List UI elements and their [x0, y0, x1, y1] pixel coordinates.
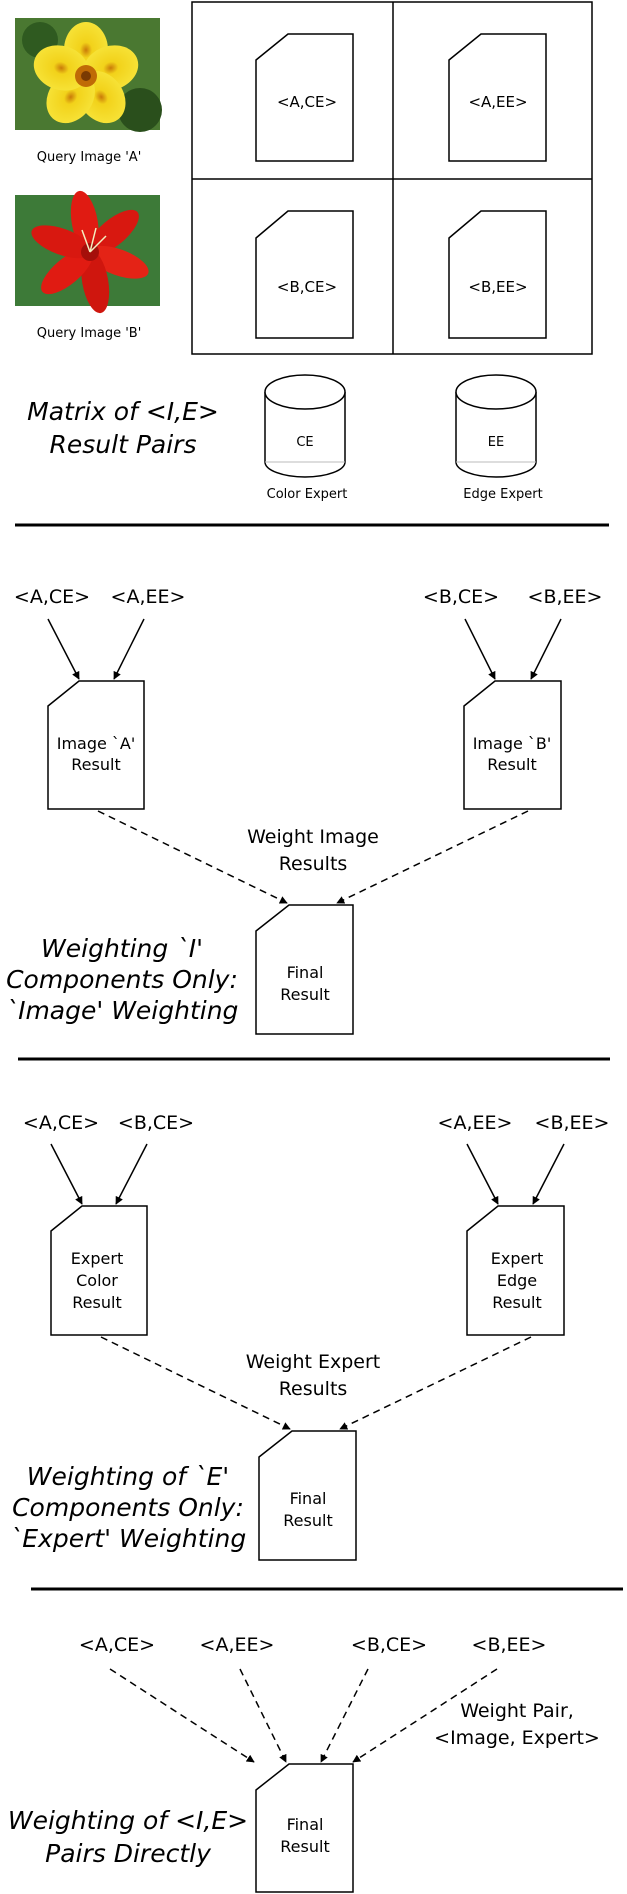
color-expert-label: Color Expert — [267, 487, 348, 502]
image-b-result-line2: Result — [487, 755, 536, 774]
query-image-a-label: Query Image 'A' — [37, 150, 142, 165]
weight-expert-label-line1: Weight Expert — [246, 1351, 381, 1373]
expert-weighting-caption-line1: Weighting of `E' — [27, 1462, 229, 1491]
arrow-b-ee-to-edge — [532, 1143, 565, 1205]
query-image-b-label: Query Image 'B' — [37, 326, 142, 341]
cell-b-ee-label: <B,EE> — [468, 278, 527, 296]
pair-section-input-a-ee: <A,EE> — [200, 1634, 275, 1656]
cell-b-ce-label: <B,CE> — [277, 278, 337, 296]
arrow-a-ee-to-image-a — [113, 618, 145, 680]
pair-final-result-line2: Result — [280, 1837, 329, 1856]
image-a-result-line2: Result — [71, 755, 120, 774]
image-section-input-b-ce: <B,CE> — [423, 586, 499, 608]
weight-expert-label-line2: Results — [279, 1378, 348, 1400]
dashed-arrow-image-a-to-final — [97, 810, 288, 904]
image-section-input-a-ce: <A,CE> — [14, 586, 90, 608]
matrix-caption-line2: Result Pairs — [50, 430, 197, 459]
matrix-caption-line1: Matrix of <I,E> — [27, 397, 219, 426]
cell-b-ce-doc-icon — [255, 210, 354, 339]
pair-section-input-b-ce: <B,CE> — [351, 1634, 427, 1656]
edge-expert-database-icon — [455, 374, 537, 478]
image-final-result-line2: Result — [280, 985, 329, 1004]
expert-section-input-a-ee: <A,EE> — [438, 1112, 513, 1134]
expert-section-input-b-ce: <B,CE> — [118, 1112, 194, 1134]
pair-section-input-a-ce: <A,CE> — [79, 1634, 155, 1656]
cell-b-ee-doc-icon — [448, 210, 547, 339]
arrow-a-ce-to-image-a — [47, 618, 80, 680]
image-weighting-caption-line1: Weighting `I' — [41, 934, 203, 963]
dashed-arrow-b-ee-to-final — [352, 1668, 498, 1763]
expert-section-input-b-ee: <B,EE> — [535, 1112, 610, 1134]
image-weighting-caption-line3: `Image' Weighting — [6, 996, 239, 1025]
expert-color-result-line3: Result — [72, 1293, 121, 1312]
expert-color-result-line1: Expert — [71, 1249, 123, 1268]
edge-expert-label: Edge Expert — [463, 487, 542, 502]
pair-weighting-caption-line1: Weighting of <I,E> — [8, 1806, 248, 1835]
arrow-a-ce-to-color — [50, 1143, 83, 1205]
query-image-b — [15, 190, 160, 314]
expert-edge-result-line1: Expert — [491, 1249, 543, 1268]
expert-section-input-a-ce: <A,CE> — [23, 1112, 99, 1134]
weight-image-label-line2: Results — [279, 853, 348, 875]
expert-final-result-line2: Result — [283, 1511, 332, 1530]
pair-final-result-doc-icon — [255, 1763, 354, 1893]
dashed-arrow-b-ce-to-final — [320, 1668, 369, 1763]
image-weighting-caption-line2: Components Only: — [6, 965, 238, 994]
expert-final-result-line1: Final — [290, 1489, 327, 1508]
pair-final-result-line1: Final — [287, 1815, 324, 1834]
arrow-b-ce-to-color — [115, 1143, 148, 1205]
image-section-input-a-ee: <A,EE> — [111, 586, 186, 608]
cell-a-ce-doc-icon — [255, 33, 354, 162]
pair-weighting-caption-line2: Pairs Directly — [45, 1839, 212, 1868]
image-b-result-line1: Image `B' — [473, 734, 552, 753]
weight-pair-label-line1: Weight Pair, — [460, 1700, 574, 1722]
expert-color-result-line2: Color — [76, 1271, 118, 1290]
cell-a-ee-doc-icon — [448, 33, 547, 162]
dashed-arrow-a-ee-to-final — [239, 1668, 287, 1763]
expert-weighting-caption-line2: Components Only: — [12, 1493, 244, 1522]
dashed-arrow-a-ce-to-final — [109, 1668, 255, 1763]
arrow-b-ee-to-image-b — [530, 618, 562, 680]
image-final-result-doc-icon — [255, 904, 354, 1035]
weight-pair-label-line2: <Image, Expert> — [434, 1727, 600, 1749]
query-image-a — [15, 18, 162, 132]
edge-expert-db-label: EE — [488, 435, 504, 450]
expert-weighting-caption-line3: `Expert' Weighting — [10, 1524, 246, 1553]
result-matrix — [191, 1, 593, 355]
expert-edge-result-line2: Edge — [497, 1271, 537, 1290]
expert-color-result-doc-icon — [50, 1205, 148, 1336]
weight-image-label-line1: Weight Image — [247, 826, 379, 848]
cell-a-ee-label: <A,EE> — [468, 93, 527, 111]
color-expert-db-label: CE — [296, 435, 313, 450]
image-a-result-line1: Image `A' — [57, 734, 136, 753]
image-b-result-doc-icon — [463, 680, 562, 810]
expert-final-result-doc-icon — [258, 1430, 357, 1561]
image-section-input-b-ee: <B,EE> — [528, 586, 603, 608]
pair-section-input-b-ee: <B,EE> — [472, 1634, 547, 1656]
color-expert-database-icon — [264, 374, 346, 478]
dashed-arrow-image-b-to-final — [336, 810, 529, 904]
image-a-result-doc-icon — [47, 680, 145, 810]
expert-edge-result-doc-icon — [466, 1205, 565, 1336]
expert-edge-result-line3: Result — [492, 1293, 541, 1312]
cell-a-ce-label: <A,CE> — [277, 93, 337, 111]
arrow-a-ee-to-edge — [466, 1143, 499, 1205]
arrow-b-ce-to-image-b — [464, 618, 496, 680]
image-final-result-line1: Final — [287, 963, 324, 982]
